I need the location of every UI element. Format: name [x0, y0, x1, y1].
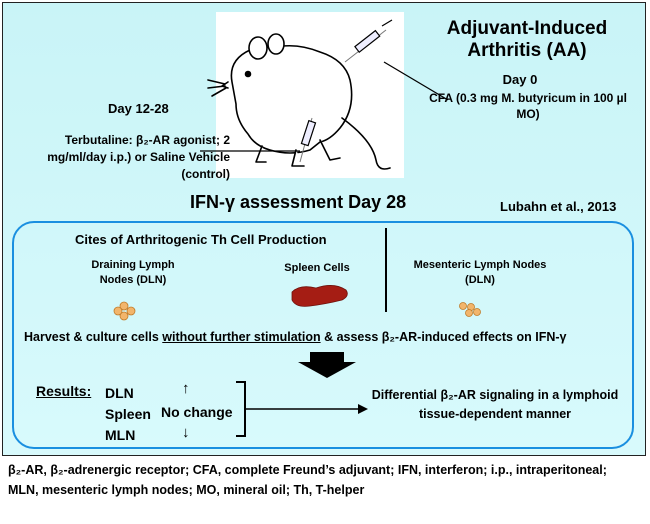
production-heading: Cites of Arthritogenic Th Cell Productio… [75, 232, 327, 247]
no-change-label: No change [161, 404, 233, 420]
citation: Lubahn et al., 2013 [500, 199, 617, 214]
mln-label: Mesenteric Lymph Nodes (DLN) [413, 259, 547, 286]
syringe-terbutaline [299, 117, 317, 163]
results-label: Results: [36, 383, 92, 399]
abbreviations-caption: β₂-AR, β₂-adrenergic receptor; CFA, comp… [8, 463, 607, 497]
down-result-arrow-icon: ↓ [182, 424, 190, 441]
results-arrow-head [358, 404, 368, 414]
harvest-statement: Harvest & culture cells without further … [24, 330, 634, 344]
down-arrow-icon [298, 352, 356, 378]
up-arrow-icon: ↑ [182, 380, 190, 397]
conclusion-text: Differential β₂-AR signaling in a lympho… [371, 388, 619, 421]
cfa-label: CFA (0.3 mg M. butyricum in 100 µl MO) [429, 91, 627, 121]
cell-production-box [12, 221, 634, 449]
result-dln: DLN [105, 385, 134, 401]
harvest-suffix: & assess β₂-AR-induced effects on IFN-γ [320, 330, 567, 344]
harvest-underlined: without further stimulation [162, 330, 321, 344]
result-spleen: Spleen [105, 406, 151, 422]
results-tissue-list: DLN Spleen MLN [105, 383, 151, 446]
cfa-pointer-line [383, 61, 449, 101]
dln-label: Draining Lymph Nodes (DLN) [91, 259, 175, 286]
spleen-label: Spleen Cells [284, 262, 350, 274]
result-mln: MLN [105, 427, 136, 443]
day0-label: Day 0 [502, 72, 538, 87]
dln-cells [113, 301, 136, 321]
syringe-cfa [344, 19, 393, 63]
terbutaline-label: Terbutaline: β₂-AR agonist; 2 mg/ml/day … [47, 133, 230, 181]
day-12-28-label: Day 12-28 [108, 101, 169, 116]
mln-cells [459, 302, 481, 317]
ifn-assessment-heading: IFN-γ assessment Day 28 [190, 192, 407, 212]
rat-illustration [207, 33, 391, 170]
spleen-icon [291, 285, 348, 307]
harvest-prefix: Harvest & culture cells [24, 330, 163, 344]
diagram-title: Adjuvant-Induced Arthritis (AA) [446, 18, 608, 61]
tissue-divider [385, 228, 387, 312]
